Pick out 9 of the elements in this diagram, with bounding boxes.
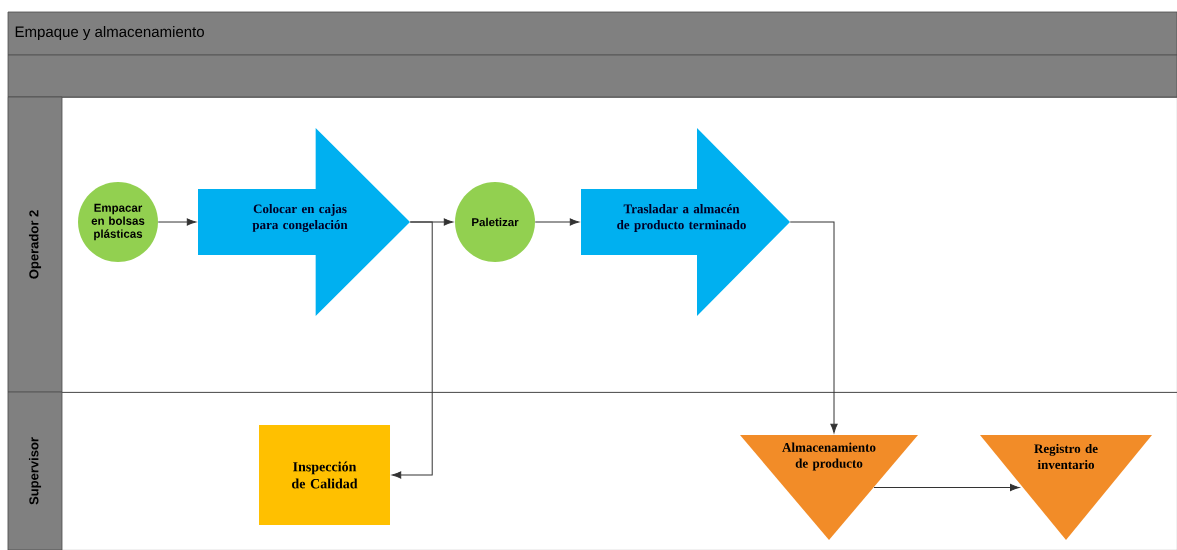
process-box: Inspección de Calidad	[259, 425, 390, 525]
storage-triangle: Registro de inventario	[980, 435, 1152, 540]
arrow	[534, 218, 580, 226]
arrow	[157, 218, 197, 226]
storage-triangle: Almacenamiento de producto	[740, 435, 918, 540]
title-bar: Empaque y almacenamiento	[7, 11, 1177, 56]
arrow	[873, 483, 1020, 492]
arrow	[391, 221, 433, 479]
arrow	[789, 221, 838, 434]
